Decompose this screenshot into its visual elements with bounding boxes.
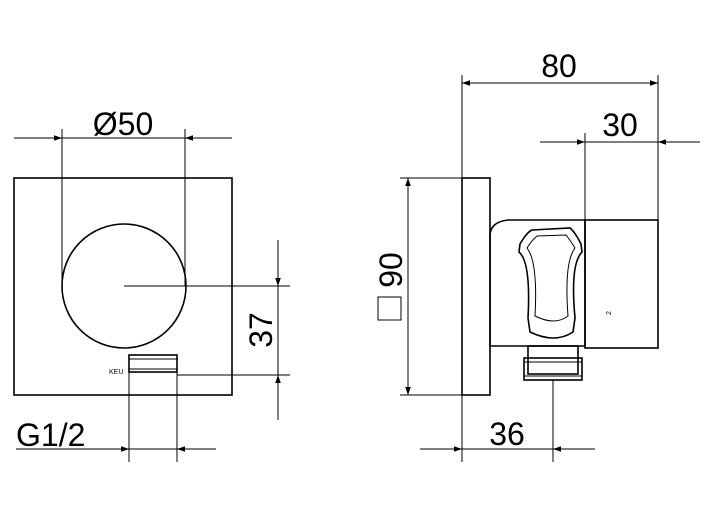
front-view: KEU Ø50 37 G1/2 (13, 106, 290, 462)
side-holder-grip (518, 227, 583, 339)
outlet-dimension: 36 (420, 380, 595, 462)
square-symbol-icon (377, 296, 402, 321)
diameter-label: Ø50 (93, 106, 153, 142)
depth-label: 80 (541, 48, 577, 84)
outlet-label: 36 (489, 416, 525, 452)
side-connector (527, 345, 579, 375)
side-view: 2 80 30 (373, 48, 700, 462)
side-thread (523, 357, 583, 381)
side-body (489, 219, 586, 347)
handle-label: 30 (602, 107, 638, 143)
handle-dimension: 30 (540, 107, 700, 220)
side-marking: 2 (606, 311, 613, 315)
height-dimension: 37 (124, 240, 290, 420)
square-dimension: 90 (373, 177, 462, 396)
side-wall-plate (461, 177, 491, 396)
thread-label: G1/2 (16, 417, 85, 453)
thread-dimension: G1/2 (16, 372, 216, 462)
depth-dimension: 80 (461, 48, 659, 220)
height-label: 37 (243, 312, 279, 348)
side-handle-block (584, 219, 659, 349)
diameter-dimension: Ø50 (14, 106, 232, 286)
square-label: 90 (373, 252, 409, 288)
brand-mark: KEU (109, 369, 123, 376)
